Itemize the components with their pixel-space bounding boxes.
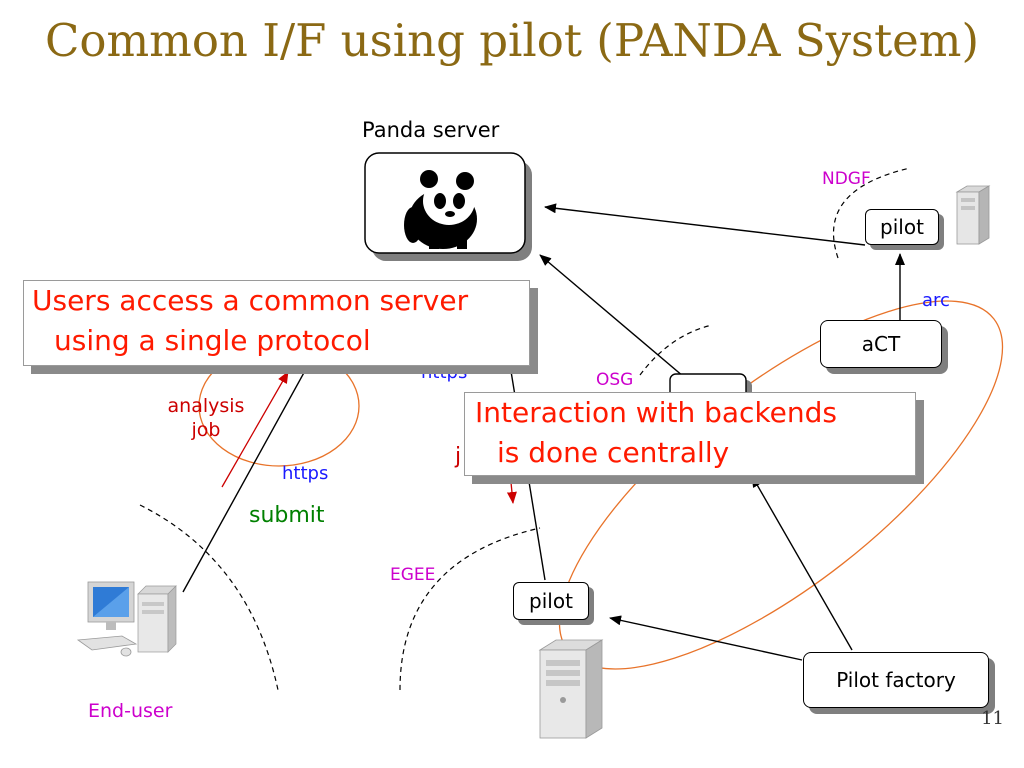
backends-line1: Interaction with backends: [475, 396, 837, 429]
pilot-ndgf-box: pilot: [865, 209, 939, 245]
enduser-to-server-line: [182, 339, 323, 593]
submit-label: submit: [249, 503, 325, 528]
pilot-factory-box: Pilot factory: [803, 652, 989, 708]
desktop-computer-icon: [76, 581, 177, 657]
factory-to-pilot-egee-arrow: [609, 615, 803, 661]
egee-boundary-arc: [399, 527, 541, 691]
server-tower-icon: [538, 639, 604, 739]
analysis-job-label: analysis job: [156, 394, 256, 442]
egee-label: EGEE: [390, 565, 436, 585]
enduser-boundary-arc: [139, 504, 279, 691]
page-number: 11: [981, 708, 1004, 729]
analysis-job-line2: job: [191, 419, 221, 441]
job-fragment-label: j: [455, 444, 462, 469]
arc-label: arc: [922, 290, 950, 311]
end-user-label: End-user: [88, 700, 173, 722]
osg-boundary-arc: [639, 324, 713, 376]
panda-server-label: Panda server: [362, 118, 500, 142]
pilot-egee-box: pilot: [513, 582, 589, 620]
users-access-callout: Users access a common server using a sin…: [23, 280, 530, 366]
users-access-line1: Users access a common server: [32, 284, 469, 317]
ndgf-label: NDGF: [822, 169, 871, 189]
analysis-job-line1: analysis: [167, 395, 245, 417]
egee-job-arrow: [506, 471, 517, 504]
backends-callout: Interaction with backends is done centra…: [464, 392, 916, 476]
pilot-ndgf-to-server-arrow: [544, 203, 866, 246]
panda-logo-icon: [404, 170, 477, 249]
https-center-label: https: [421, 362, 468, 383]
slide-title: Common I/F using pilot (PANDA System): [44, 14, 980, 67]
factory-to-callout-arrow: [751, 475, 853, 651]
server-tower-icon: [955, 185, 991, 245]
osg-to-server-arrow: [539, 254, 691, 383]
https-user-label: https: [282, 463, 329, 484]
backends-line2: is done centrally: [497, 436, 730, 469]
users-access-line2: using a single protocol: [54, 324, 371, 357]
osg-label: OSG: [596, 370, 634, 390]
act-box: aCT: [820, 320, 942, 368]
analysis-job-arrow: [221, 371, 289, 488]
